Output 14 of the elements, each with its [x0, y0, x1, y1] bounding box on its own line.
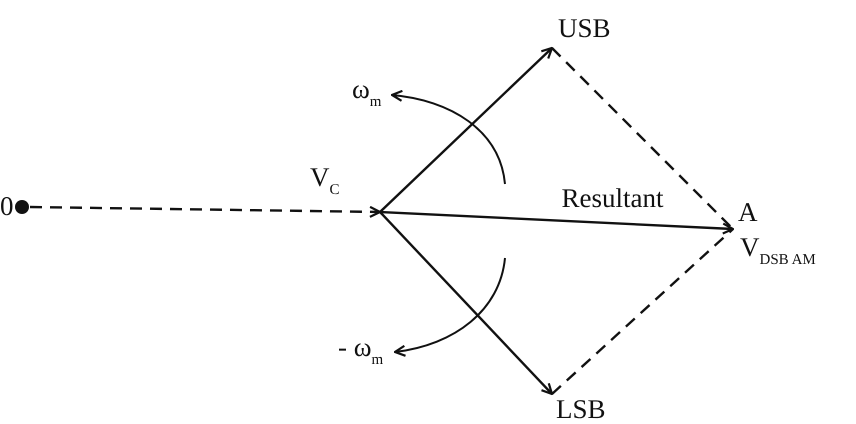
origin-label: 0 [0, 193, 14, 220]
dashed-line [30, 206, 382, 218]
angular-frequency-label: ω$_{m}$ [352, 76, 382, 110]
point-label: LSB [556, 396, 606, 423]
arrow [379, 211, 554, 396]
point-label: USB [558, 15, 611, 42]
point-label: V$_{C}$ [310, 164, 340, 198]
arrow [379, 46, 554, 213]
angular-frequency-label: - ω$_{m}$ [338, 334, 384, 368]
edge-label: Resultant [562, 184, 664, 212]
point-label: A [738, 199, 758, 226]
arrow [380, 210, 734, 235]
point-label: V$_{DSB AM}$ [740, 234, 816, 268]
dashed-line [551, 228, 734, 395]
